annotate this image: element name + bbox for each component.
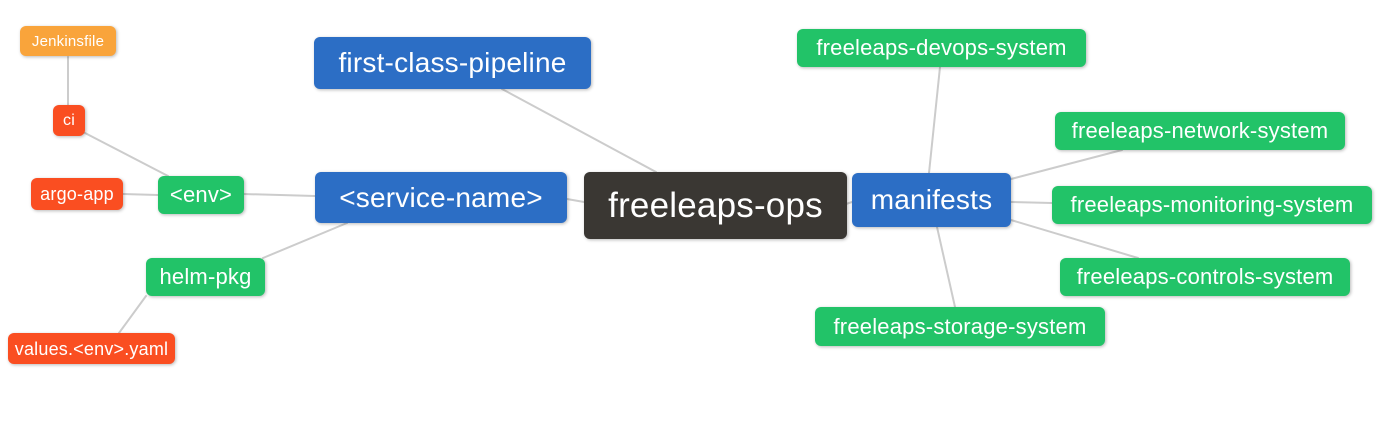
- node-freeleaps-controls-system[interactable]: freeleaps-controls-system: [1060, 258, 1350, 296]
- node-helm-pkg[interactable]: helm-pkg: [146, 258, 265, 296]
- node-service-name[interactable]: <service-name>: [315, 172, 567, 223]
- edge-freeleaps-ops-to-service-name: [566, 198, 585, 203]
- node-env[interactable]: <env>: [158, 176, 244, 214]
- node-ci[interactable]: ci: [53, 105, 85, 136]
- node-freeleaps-devops-system[interactable]: freeleaps-devops-system: [797, 29, 1086, 67]
- edge-manifests-to-freeleaps-controls-system: [1010, 219, 1139, 259]
- node-jenkinsfile[interactable]: Jenkinsfile: [20, 26, 116, 56]
- node-freeleaps-monitoring-system[interactable]: freeleaps-monitoring-system: [1052, 186, 1372, 224]
- edge-manifests-to-freeleaps-network-system: [1010, 149, 1123, 180]
- edge-helm-pkg-to-values-env-yaml: [118, 295, 147, 334]
- node-values-env-yaml[interactable]: values.<env>.yaml: [8, 333, 175, 364]
- edge-manifests-to-freeleaps-storage-system: [936, 226, 956, 308]
- edge-manifests-to-freeleaps-monitoring-system: [1010, 201, 1053, 204]
- node-argo-app[interactable]: argo-app: [31, 178, 123, 210]
- edge-env-to-ci: [84, 132, 169, 177]
- edge-manifests-to-freeleaps-devops-system: [928, 66, 941, 174]
- node-first-class-pipeline[interactable]: first-class-pipeline: [314, 37, 591, 89]
- edge-freeleaps-ops-to-first-class-pipeline: [501, 88, 657, 173]
- node-manifests[interactable]: manifests: [852, 173, 1011, 227]
- node-freeleaps-storage-system[interactable]: freeleaps-storage-system: [815, 307, 1105, 346]
- edge-service-name-to-env: [242, 193, 316, 197]
- node-freeleaps-ops[interactable]: freeleaps-ops: [584, 172, 847, 239]
- edge-service-name-to-helm-pkg: [262, 222, 348, 259]
- node-freeleaps-network-system[interactable]: freeleaps-network-system: [1055, 112, 1345, 150]
- edge-env-to-argo-app: [122, 193, 159, 196]
